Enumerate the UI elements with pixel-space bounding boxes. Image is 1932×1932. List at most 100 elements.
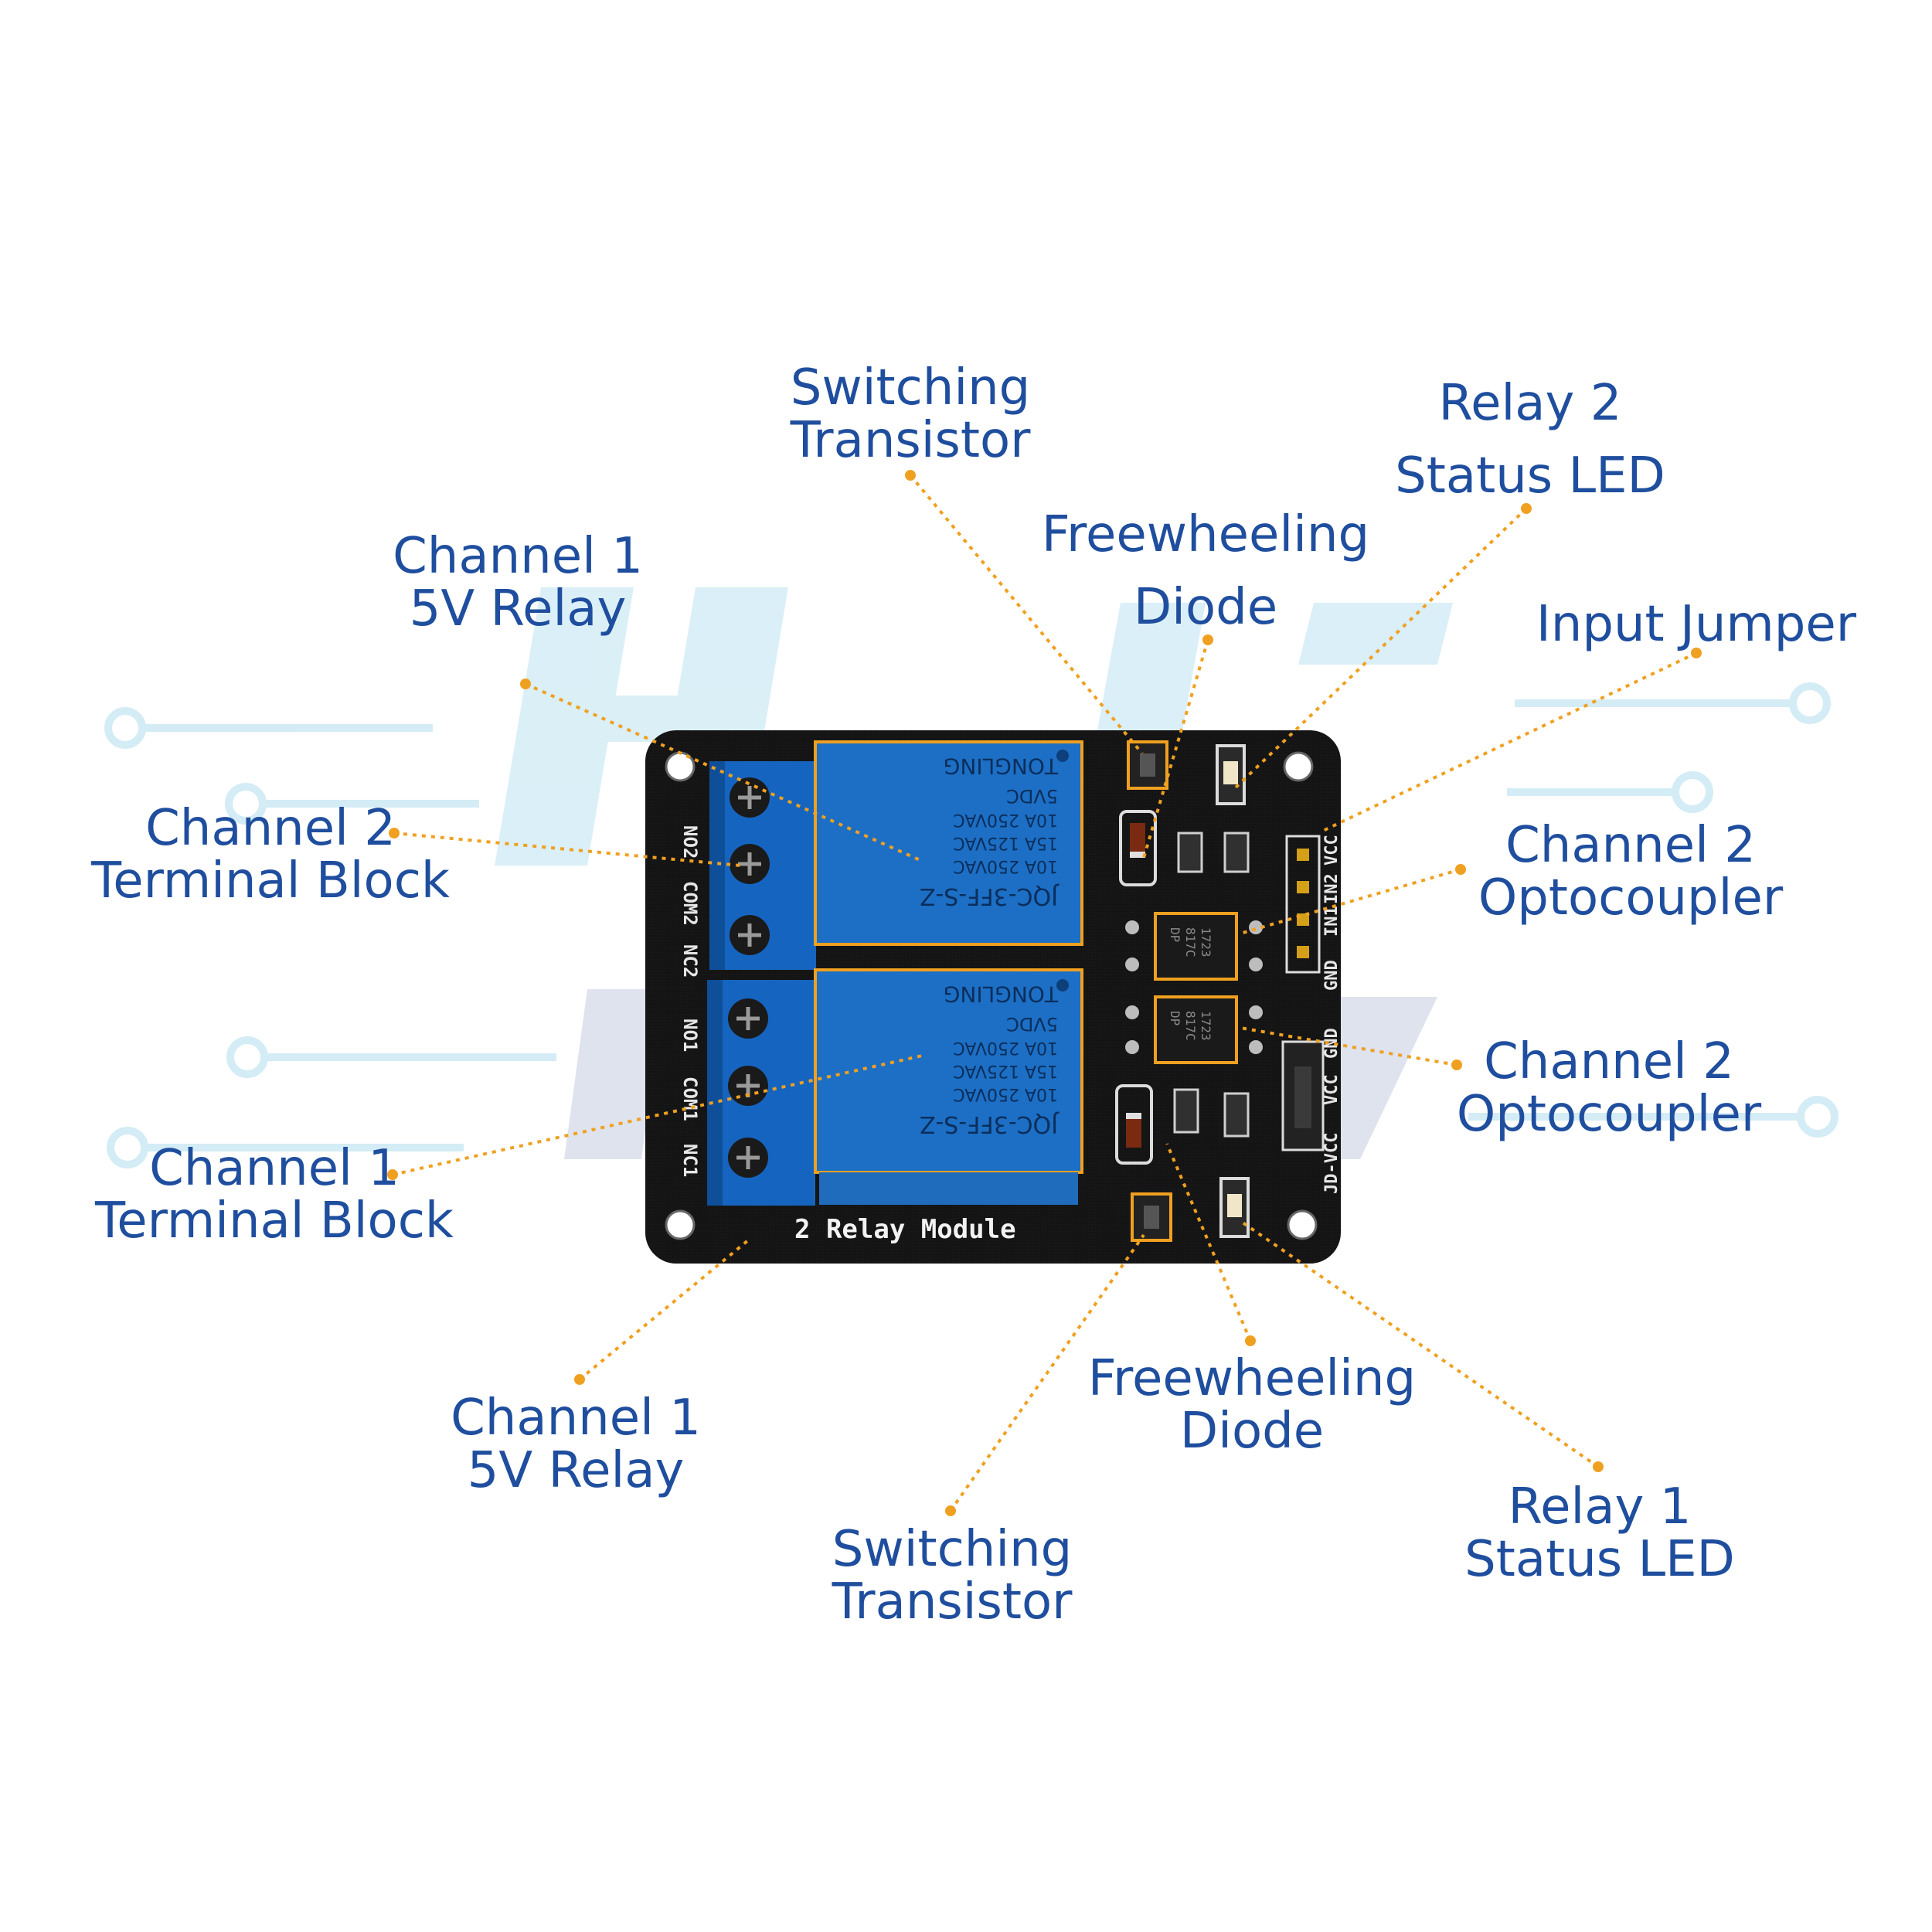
label-line: Freewheeling bbox=[1041, 506, 1370, 563]
relay-2-rating-2: 15A 125VAC bbox=[953, 833, 1058, 852]
label-channel2-optocoupler-top: Channel 2 Optocoupler bbox=[1461, 821, 1801, 923]
leader-relay2-status-led bbox=[1233, 507, 1528, 790]
label-line: Status LED bbox=[1395, 447, 1665, 505]
relay-1-rating-3: 10A 250VAC bbox=[953, 1038, 1058, 1057]
relay-2-model: JQC-3FF-S-Z bbox=[920, 883, 1060, 910]
label-freewheeling-diode-bottom: Freewheeling Diode bbox=[1078, 1354, 1426, 1456]
freewheeling-diode-1 bbox=[1115, 1084, 1153, 1165]
terminal-label-com1: COM1 bbox=[679, 1077, 701, 1121]
watermark-circuit-traces bbox=[104, 682, 1838, 1168]
label-line: Diode bbox=[1133, 579, 1278, 636]
label-freewheeling-diode-top: Freewheeling Diode bbox=[1032, 510, 1379, 632]
relay-1-model: JQC-3FF-S-Z bbox=[920, 1111, 1060, 1138]
label-line: Input Jumper bbox=[1536, 596, 1857, 653]
leader-channel1-terminal-block bbox=[392, 1053, 927, 1176]
leader-lines bbox=[392, 474, 1697, 1512]
header-label-in1: IN1 bbox=[1322, 906, 1342, 937]
relay-1-status-led bbox=[1219, 1177, 1250, 1238]
leader-arrowheads bbox=[387, 470, 1702, 1516]
relay-1-brand: TONGLING bbox=[944, 981, 1059, 1007]
label-line: Channel 2 bbox=[1505, 817, 1756, 874]
freewheeling-diode-2 bbox=[1119, 810, 1157, 886]
leader-channel2-terminal-block bbox=[393, 832, 741, 867]
terminal-label-nc1: NC1 bbox=[679, 1144, 701, 1177]
optocoupler-2-text-2: 817C bbox=[1183, 927, 1198, 957]
leader-channel2-optocoupler-top bbox=[1240, 868, 1461, 935]
label-line: Terminal Block bbox=[91, 852, 450, 910]
header-label-in2: IN2 bbox=[1322, 873, 1342, 904]
label-channel1-relay-top: Channel 1 5V Relay bbox=[386, 532, 649, 634]
label-line: Channel 2 bbox=[1484, 1033, 1734, 1090]
label-line: Transistor bbox=[790, 412, 1031, 469]
optocoupler-1-text-3: 1723 bbox=[1199, 1011, 1213, 1041]
relay-1-base bbox=[819, 1172, 1078, 1205]
terminal-label-no1: NO1 bbox=[679, 1019, 701, 1052]
label-line: Optocoupler bbox=[1478, 869, 1784, 927]
relay-2: JQC-3FF-S-Z 10A 250VAC 15A 125VAC 10A 25… bbox=[814, 740, 1083, 946]
header-label-jd-vcc: JD-VCC bbox=[1322, 1133, 1342, 1194]
board-silkscreen-title: 2 Relay Module bbox=[794, 1214, 1016, 1245]
label-line: Optocoupler bbox=[1456, 1086, 1762, 1143]
label-channel2-optocoupler-bottom: Channel 2 Optocoupler bbox=[1439, 1037, 1779, 1139]
optocoupler-2: DP 817C 1723 bbox=[1154, 912, 1238, 981]
smd-resistors bbox=[1173, 832, 1250, 1138]
input-header bbox=[1285, 835, 1321, 974]
label-line: Channel 1 bbox=[393, 528, 643, 585]
label-channel1-relay-bottom: Channel 1 5V Relay bbox=[444, 1393, 707, 1495]
header-label-vcc-2: VCC bbox=[1322, 1074, 1342, 1105]
optocoupler-1-text-1: DP bbox=[1168, 1011, 1182, 1026]
label-line: Switching bbox=[832, 1521, 1073, 1578]
label-line: Freewheeling bbox=[1087, 1350, 1417, 1407]
relay-2-rating-1: 10A 250VAC bbox=[953, 856, 1058, 876]
label-input-jumper: Input Jumper bbox=[1526, 600, 1866, 649]
leader-freewheeling-diode-bottom bbox=[1165, 1143, 1252, 1342]
label-relay2-status-led: Relay 2 Status LED bbox=[1383, 379, 1677, 501]
relay-2-brand: TONGLING bbox=[944, 753, 1059, 779]
label-relay1-status-led: Relay 1 Status LED bbox=[1453, 1482, 1747, 1584]
label-line: Switching bbox=[790, 359, 1031, 417]
relay-1-rating-1: 10A 250VAC bbox=[953, 1084, 1058, 1104]
label-line: Diode bbox=[1179, 1403, 1325, 1460]
label-line: Channel 2 bbox=[145, 800, 396, 857]
terminal-label-nc2: NC2 bbox=[679, 944, 701, 978]
terminal-silkscreen-labels: NO2 COM2 NC2 NO1 COM1 NC1 bbox=[679, 825, 701, 1177]
leader-input-jumper bbox=[1322, 651, 1697, 832]
relay-2-status-led bbox=[1216, 744, 1246, 805]
terminal-label-com2: COM2 bbox=[679, 881, 701, 926]
optocoupler-2-text-3: 1723 bbox=[1199, 927, 1213, 957]
leader-channel1-relay-top bbox=[525, 682, 924, 863]
label-line: 5V Relay bbox=[409, 580, 627, 638]
header-label-gnd: GND bbox=[1322, 960, 1342, 991]
label-line: Transistor bbox=[832, 1573, 1073, 1631]
label-line: 5V Relay bbox=[467, 1442, 685, 1499]
label-channel1-terminal-block: Channel 1 Terminal Block bbox=[77, 1144, 471, 1246]
relay-2-rating-3: 10A 250VAC bbox=[953, 810, 1058, 829]
optocoupler-2-text-1: DP bbox=[1168, 927, 1182, 942]
leader-relay1-status-led bbox=[1239, 1219, 1600, 1468]
label-line: Status LED bbox=[1464, 1531, 1735, 1588]
leader-freewheeling-diode-top bbox=[1142, 639, 1209, 859]
relay-1-coil: 5VDC bbox=[1006, 1013, 1058, 1035]
label-line: Relay 2 bbox=[1438, 375, 1622, 432]
leader-switching-transistor-bottom bbox=[949, 1233, 1145, 1512]
label-line: Channel 1 bbox=[451, 1389, 701, 1447]
optocoupler-1: DP 817C 1723 bbox=[1154, 995, 1238, 1064]
header-label-vcc: VCC bbox=[1322, 835, 1342, 866]
label-switching-transistor-bottom: Switching Transistor bbox=[821, 1525, 1083, 1627]
terminal-block-channel-2 bbox=[709, 761, 816, 970]
label-line: Channel 1 bbox=[149, 1140, 400, 1197]
input-jumper bbox=[1281, 1040, 1325, 1151]
leader-channel1-relay-bottom bbox=[578, 1239, 750, 1381]
optocoupler-1-text-2: 817C bbox=[1183, 1011, 1198, 1041]
switching-transistor-1 bbox=[1131, 1192, 1172, 1242]
relay-1-rating-2: 15A 125VAC bbox=[953, 1061, 1058, 1080]
terminal-block-channel-1 bbox=[707, 980, 815, 1206]
mounting-holes bbox=[665, 751, 1318, 1240]
switching-transistor-2 bbox=[1127, 740, 1168, 790]
label-channel2-terminal-block: Channel 2 Terminal Block bbox=[73, 804, 468, 906]
label-line: Relay 1 bbox=[1508, 1478, 1692, 1536]
label-switching-transistor-top: Switching Transistor bbox=[779, 363, 1042, 465]
label-line: Terminal Block bbox=[95, 1192, 454, 1250]
